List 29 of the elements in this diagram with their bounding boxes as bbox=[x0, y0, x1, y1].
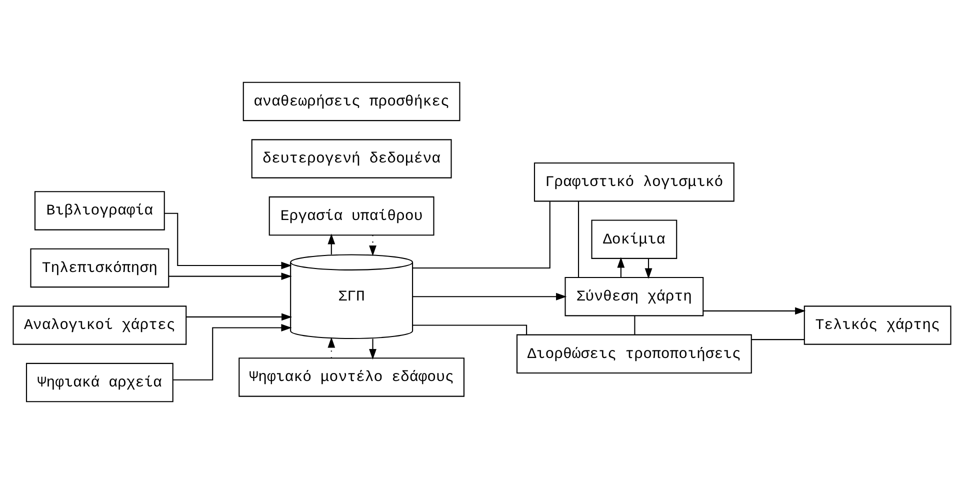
node-box: Ψηφιακό μοντέλο εδάφους bbox=[238, 357, 464, 396]
arrow bbox=[327, 336, 335, 358]
node-box: Διορθώσεις τροποποιήσεις bbox=[516, 334, 752, 373]
arrow bbox=[644, 258, 652, 278]
connector bbox=[412, 201, 550, 268]
arrow bbox=[186, 312, 292, 320]
node-box: Ψηφιακά αρχεία bbox=[25, 362, 173, 402]
connector bbox=[634, 316, 635, 334]
node-box: Εργασία υπαίθρου bbox=[268, 196, 434, 236]
connector bbox=[751, 338, 804, 340]
arrow bbox=[616, 256, 624, 277]
node-box: Τηλεπισκόπηση bbox=[30, 248, 169, 288]
node-box: Τελικός χάρτης bbox=[803, 305, 951, 344]
node-box: Σύνθεση χάρτη bbox=[564, 276, 704, 316]
arrow bbox=[172, 324, 292, 380]
node-box: δευτερογενή δεδομένα bbox=[250, 138, 452, 178]
node-box: Γραφιστικό λογισμικό bbox=[533, 162, 734, 202]
arrow bbox=[368, 234, 376, 256]
node-box: Βιβλιογραφία bbox=[34, 190, 164, 230]
node-box: Δοκίμια bbox=[590, 219, 677, 258]
arrow bbox=[412, 292, 566, 300]
arrow bbox=[168, 272, 292, 280]
arrow bbox=[368, 338, 376, 360]
node-box: αναθεωρήσεις προσθήκες bbox=[242, 81, 460, 121]
connector bbox=[412, 324, 527, 334]
arrow bbox=[327, 233, 335, 254]
arrow bbox=[702, 306, 806, 314]
connector bbox=[577, 201, 579, 277]
node-box: Αναλογικοί χάρτες bbox=[12, 305, 186, 344]
